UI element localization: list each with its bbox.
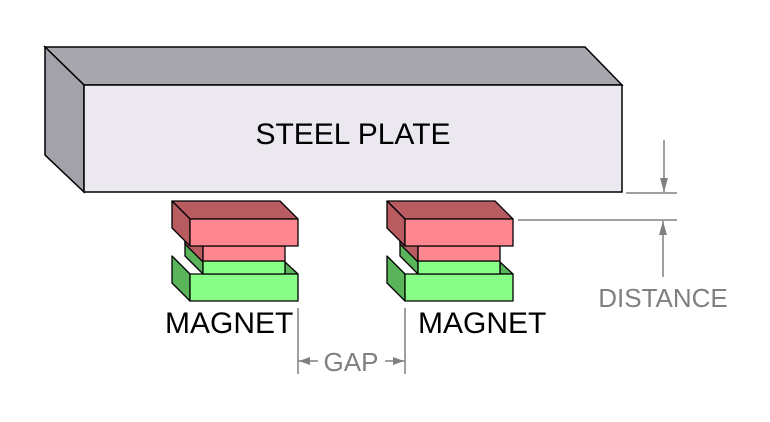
magnet-left-label: MAGNET bbox=[165, 307, 293, 340]
gap-label: GAP bbox=[324, 347, 379, 377]
magnet-right-label: MAGNET bbox=[418, 307, 546, 340]
distance-arrowhead-bottom bbox=[659, 221, 667, 235]
distance-arrowhead-top bbox=[660, 178, 668, 192]
gap-dimension bbox=[297, 308, 406, 374]
magnet-left bbox=[171, 200, 299, 302]
magnet-lower-front-face bbox=[189, 273, 299, 302]
plate-front-face bbox=[83, 84, 623, 193]
plate-label: STEEL PLATE bbox=[255, 118, 450, 151]
distance-dimension bbox=[518, 140, 677, 277]
magnet-notch-side-face bbox=[499, 261, 514, 275]
plate-top-face bbox=[43, 46, 624, 86]
magnet-neck-front-green bbox=[202, 260, 286, 275]
steel-plate bbox=[43, 45, 624, 194]
magnet-lower-front-face bbox=[404, 273, 514, 302]
magnet-notch-side-face bbox=[284, 261, 299, 275]
magnet-lower-side-face bbox=[386, 255, 406, 302]
magnet-top-face bbox=[386, 200, 514, 220]
gap-arrowhead-right bbox=[393, 357, 404, 365]
magnet-right bbox=[386, 200, 514, 302]
magnet-lower-side-face bbox=[171, 255, 191, 302]
magnet-top-face bbox=[171, 200, 299, 220]
gap-arrowhead-left bbox=[299, 357, 310, 365]
distance-label: DISTANCE bbox=[598, 283, 728, 313]
magnet-neck-front-green bbox=[417, 260, 501, 275]
magnet-neck-front-pink bbox=[202, 245, 286, 262]
magnet-upper-front-face bbox=[404, 218, 514, 247]
magnet-neck-front-pink bbox=[417, 245, 501, 262]
magnet-upper-front-face bbox=[189, 218, 299, 247]
